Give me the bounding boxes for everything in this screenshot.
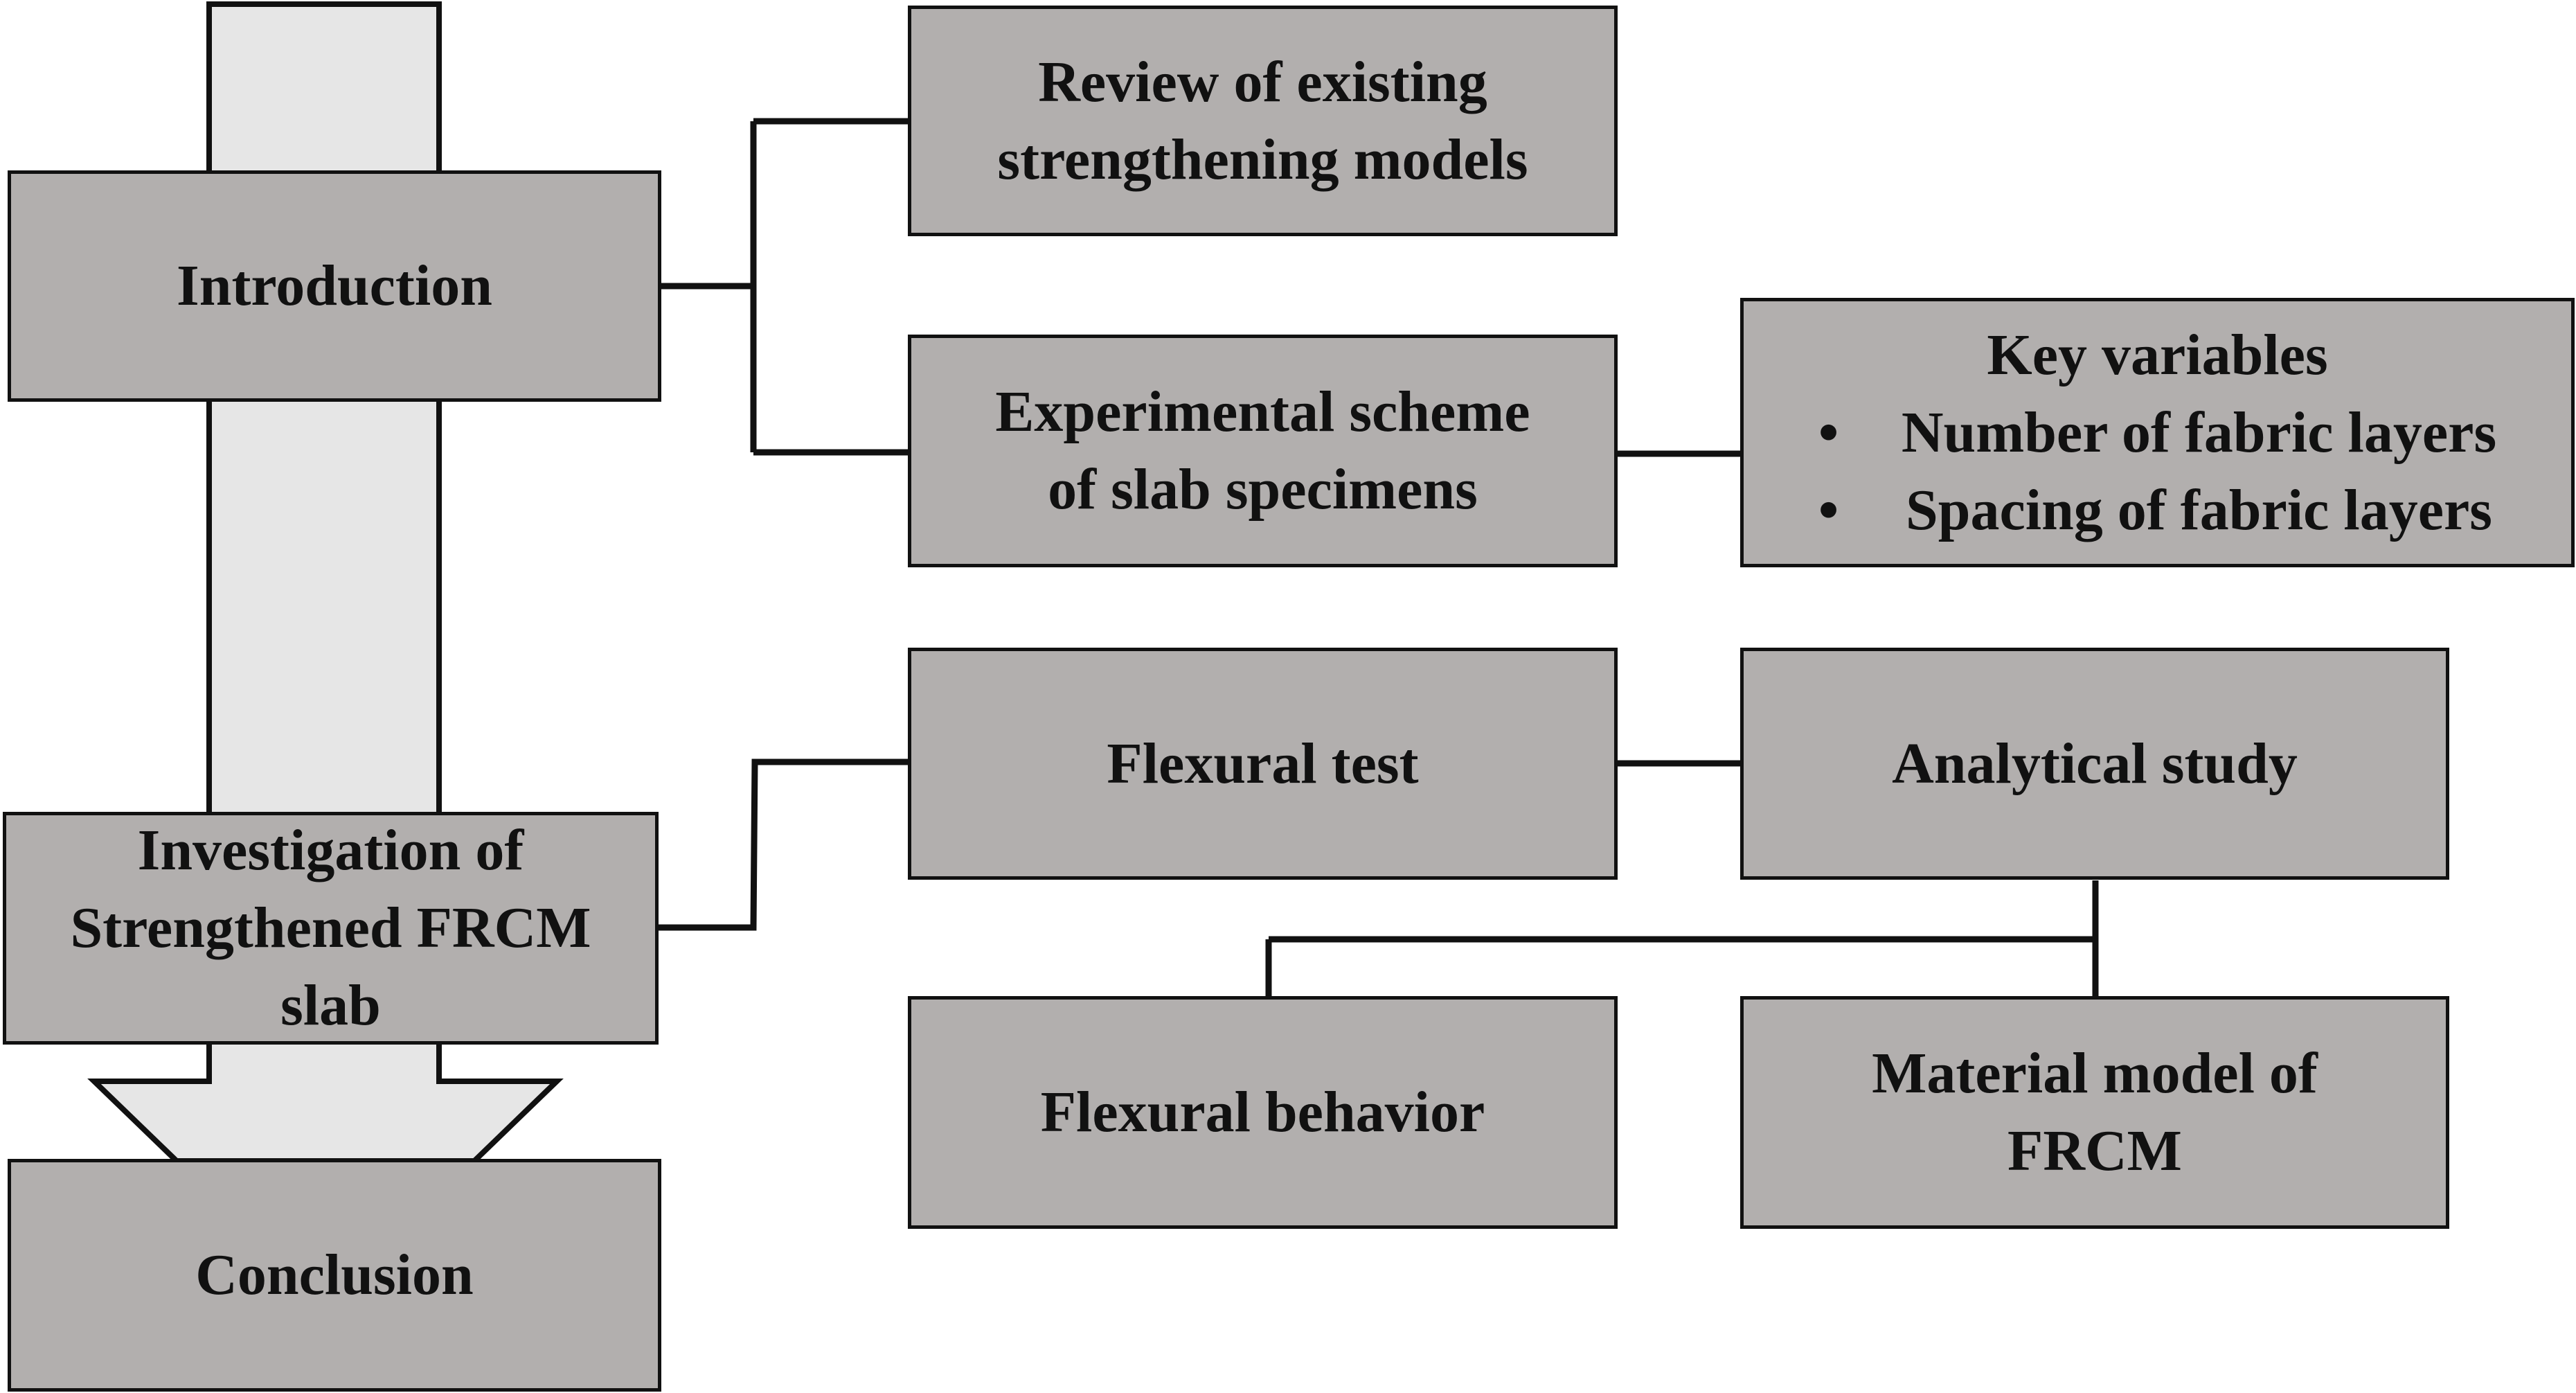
connector-analytical-children [1265, 880, 2099, 997]
introduction-box: Introduction [8, 170, 661, 402]
conclusion-label: Conclusion [195, 1243, 474, 1307]
analytical-study-box: Analytical study [1740, 648, 2449, 880]
material-model-label-line-2: FRCM [2007, 1119, 2182, 1183]
conclusion-box: Conclusion [8, 1159, 661, 1392]
key-variables-box: Key variables • Number of fabric layers … [1740, 298, 2575, 567]
key-variable-item: • Number of fabric layers [1818, 394, 2497, 472]
investigation-label-line-1: Investigation of [137, 818, 524, 882]
key-variable-item: • Spacing of fabric layers [1818, 472, 2496, 549]
review-label-line-2: strengthening models [997, 127, 1528, 192]
review-box: Review of existing strengthening models [908, 6, 1618, 236]
material-model-label-line-1: Material model of [1872, 1041, 2318, 1106]
flexural-test-label: Flexural test [1107, 731, 1419, 796]
material-model-box: Material model of FRCM [1740, 996, 2449, 1229]
bullet-icon: • [1818, 400, 1839, 465]
connector-investigation-flexural [658, 758, 909, 931]
review-label-line-1: Review of existing [1038, 49, 1487, 114]
key-variable-text: Number of fabric layers [1901, 400, 2497, 465]
investigation-box: Investigation of Strengthened FRCM slab [3, 812, 659, 1045]
key-variables-list: • Number of fabric layers • Spacing of f… [1818, 394, 2497, 549]
flexural-behavior-box: Flexural behavior [908, 996, 1618, 1229]
experimental-box: Experimental scheme of slab specimens [908, 335, 1618, 567]
experimental-label-line-1: Experimental scheme [995, 380, 1530, 444]
key-variable-text: Spacing of fabric layers [1906, 477, 2492, 542]
analytical-study-label: Analytical study [1892, 731, 2298, 796]
flexural-test-box: Flexural test [908, 648, 1618, 880]
connector-intro-review-experimental [660, 118, 909, 456]
flexural-behavior-label: Flexural behavior [1040, 1080, 1485, 1144]
introduction-label: Introduction [177, 254, 492, 318]
investigation-label-line-2: Strengthened FRCM [70, 896, 591, 960]
key-variables-title: Key variables [1987, 322, 2328, 387]
bullet-icon: • [1818, 477, 1839, 542]
investigation-label-line-3: slab [280, 973, 381, 1038]
experimental-label-line-2: of slab specimens [1048, 457, 1478, 522]
